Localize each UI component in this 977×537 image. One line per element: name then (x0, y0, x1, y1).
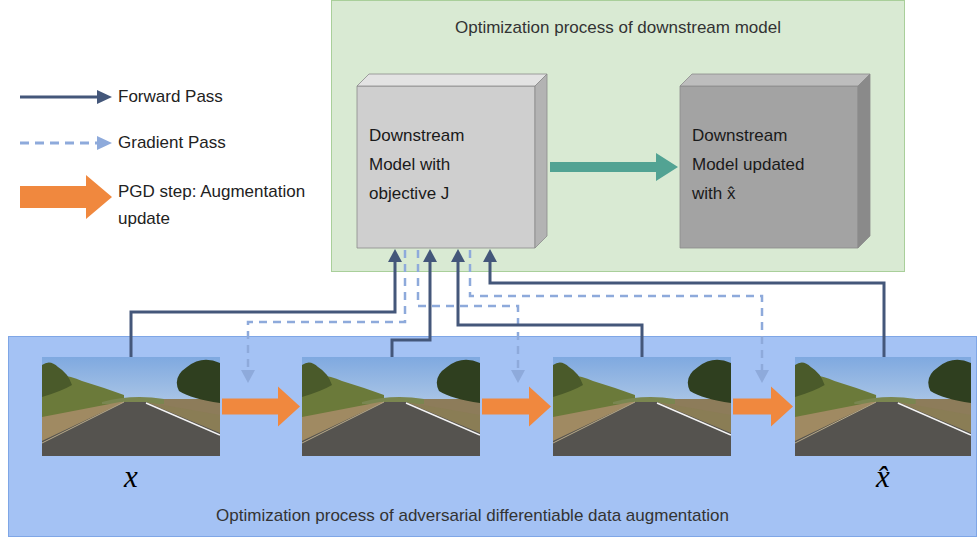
cube-front (357, 86, 535, 248)
legend-arrowhead (97, 90, 112, 104)
legend-arrowhead (97, 136, 112, 150)
road-image (302, 357, 480, 456)
legend-line (20, 96, 98, 99)
cube-top (680, 74, 870, 86)
road-scene (795, 357, 971, 456)
road-image: x̂ (795, 357, 971, 456)
legend-text: Gradient Pass (118, 133, 310, 153)
image-label: x (42, 460, 220, 494)
road-photo (42, 357, 220, 456)
box-label: Downstream Model with objective J (369, 121, 504, 208)
image-label: x̂ (795, 460, 971, 494)
legend-gradient-symbol (20, 136, 112, 150)
road-photo (553, 357, 731, 456)
legend-line (20, 142, 98, 145)
cube-side (535, 74, 547, 248)
road-image: x (42, 357, 220, 456)
model-cube: Downstream Model with objective J (357, 86, 535, 248)
legend-pgd-symbol (20, 175, 112, 219)
model-cube: Downstream Model updated with x̂ (680, 86, 858, 248)
box-label: Downstream Model updated with x̂ (692, 121, 827, 208)
panel-title: Optimization process of adversarial diff… (9, 506, 976, 526)
legend-text: PGD step: Augmentation update (118, 178, 310, 232)
region-panel: Optimization process of downstream model… (331, 0, 905, 272)
road-photo (795, 357, 971, 456)
road-scene (42, 357, 220, 456)
panel-title: Optimization process of downstream model (332, 18, 904, 38)
road-scene (553, 357, 731, 456)
cube-text-box: Downstream Model with objective J (357, 86, 504, 208)
road-scene (302, 357, 480, 456)
road-image (553, 357, 731, 456)
cube-side (858, 74, 870, 248)
legend-forward-symbol (20, 90, 112, 104)
cube-text-box: Downstream Model updated with x̂ (680, 86, 827, 208)
cube-top (357, 74, 547, 86)
region-panel: Optimization process of adversarial diff… (8, 336, 977, 537)
legend-text: Forward Pass (118, 87, 310, 107)
road-photo (302, 357, 480, 456)
cube-front (680, 86, 858, 248)
